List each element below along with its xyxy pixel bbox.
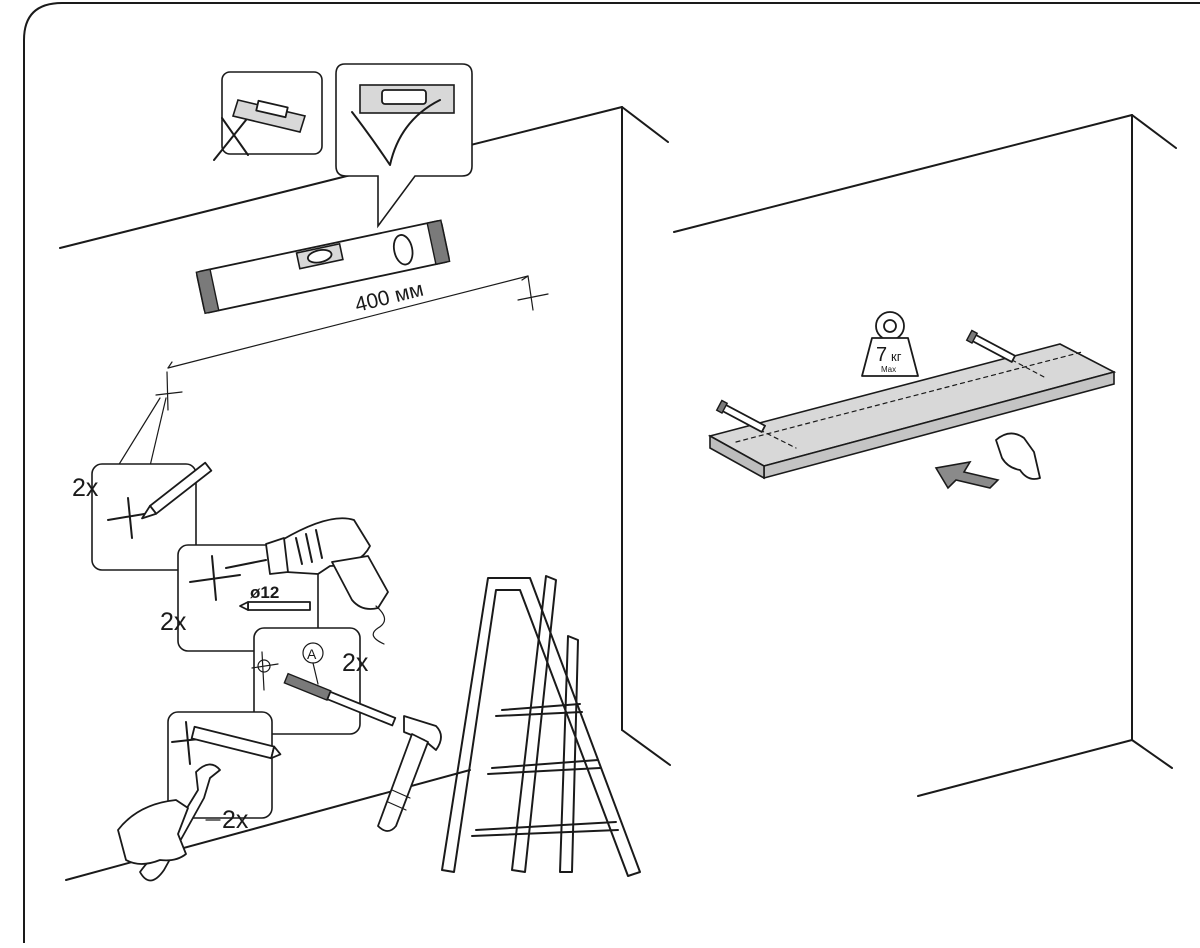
check-mark-icon	[351, 99, 441, 166]
plug-count-label: 2x	[342, 649, 369, 677]
wall-bolts	[715, 329, 1016, 433]
max-weight-unit: кг	[891, 349, 902, 364]
drill-step-panel: ø12 2x	[160, 517, 389, 652]
wall-plug-icon	[283, 672, 397, 727]
spirit-level	[195, 219, 451, 315]
hand-icon-right	[995, 432, 1041, 480]
drill-count-label: 2x	[160, 608, 187, 636]
mark-step-panel: 2x	[72, 397, 213, 571]
step-ladder	[441, 575, 641, 877]
max-weight-caption: Max	[881, 365, 896, 374]
plug-part-letter: A	[307, 646, 317, 662]
floating-shelf	[707, 343, 1117, 480]
page-frame	[23, 2, 1200, 944]
drill-icon	[225, 517, 389, 645]
plug-step-panel: A 2x	[251, 627, 442, 832]
level-correct-detail	[335, 63, 473, 229]
level-wrong-detail	[213, 71, 323, 161]
max-weight-tag: 7 кг Max	[861, 311, 919, 377]
hand-icon	[117, 799, 189, 865]
push-arrow-icon	[934, 460, 1000, 490]
drill-bit-icon	[239, 601, 311, 611]
hammer-icon	[377, 715, 442, 832]
max-weight-value: 7	[876, 344, 887, 366]
screw-icon	[190, 725, 282, 760]
right-wall	[673, 114, 1177, 797]
drill-bit-label: ø12	[250, 583, 279, 602]
screw-count-label: 2x	[222, 806, 249, 834]
mark-count-label: 2x	[72, 474, 99, 502]
screw-step-panel: 2x	[117, 711, 282, 882]
pencil-icon	[141, 461, 213, 520]
cross-mark-icon	[213, 117, 249, 161]
